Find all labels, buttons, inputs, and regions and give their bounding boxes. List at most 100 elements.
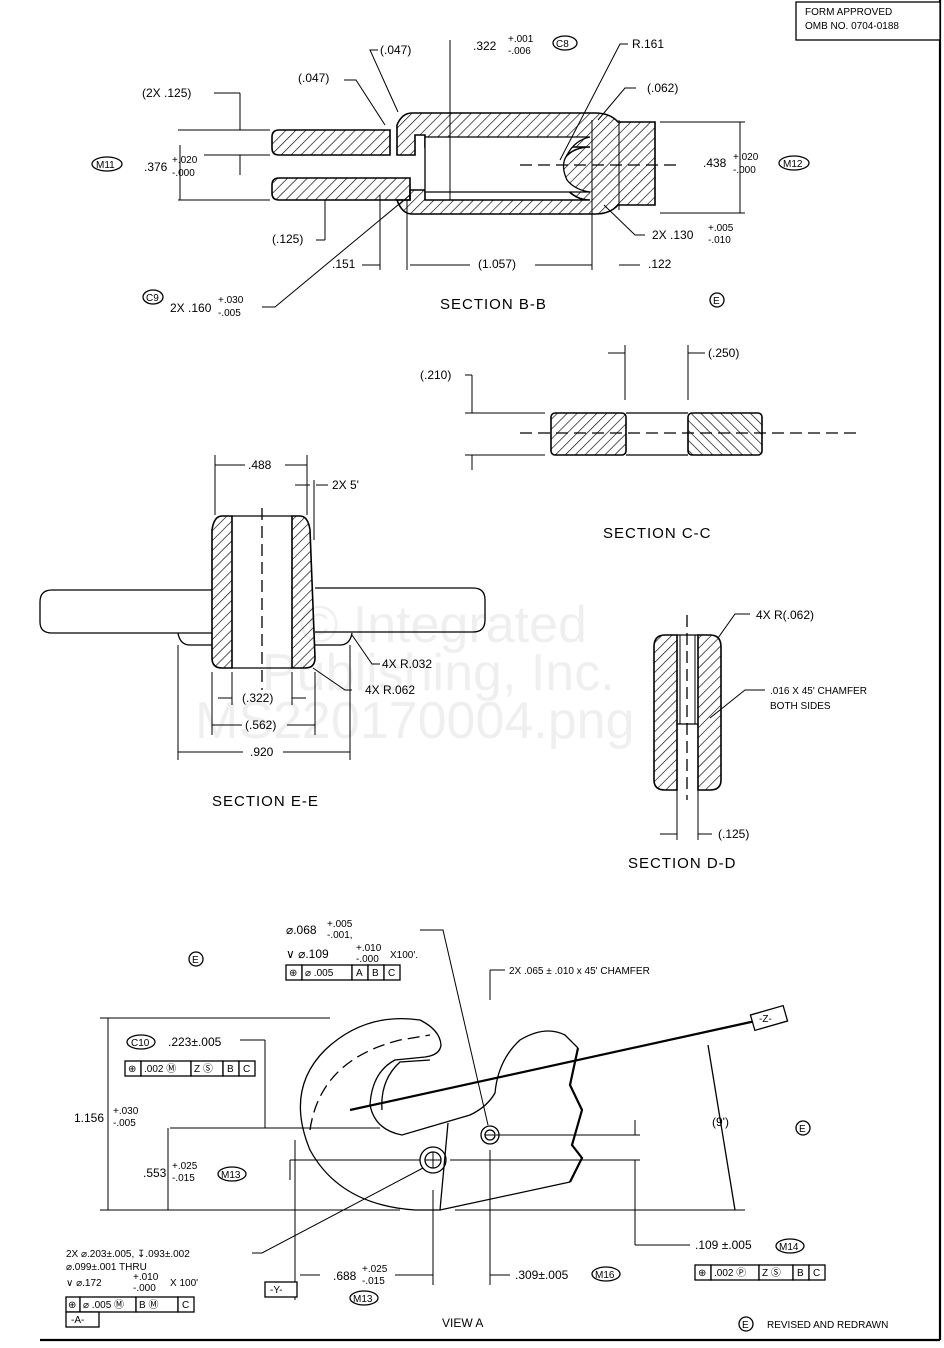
dim-1156-minus: -.005 xyxy=(113,1118,136,1129)
svg-text:C: C xyxy=(243,1064,250,1075)
svg-text:M11: M11 xyxy=(96,160,115,171)
dim-553-plus: +.025 xyxy=(172,1161,198,1172)
chamfer-note: 2X .065 ± .010 x 45' CHAMFER xyxy=(509,966,650,977)
view-a: -Z- (9') E E xyxy=(65,919,826,1330)
csk-dia-109-minus: -.000 xyxy=(356,954,379,965)
dd-dim-r062: 4X R(.062) xyxy=(756,608,814,622)
omb-number-label: OMB NO. 0704-0188 xyxy=(805,21,899,32)
svg-text:C9: C9 xyxy=(146,293,159,304)
ee-dim-r032: 4X R.032 xyxy=(382,657,432,671)
bb-dim-2x-160: 2X .160 xyxy=(170,301,212,315)
svg-text:M13: M13 xyxy=(221,1170,241,1181)
ee-dim-angle: 2X 5' xyxy=(332,478,359,492)
dim-553-minus: -.015 xyxy=(172,1173,195,1184)
hole2-csk: ∨ ⌀.172 xyxy=(66,1278,102,1289)
view-a-angle-9: (9') xyxy=(712,1115,729,1129)
bb-dim-062: (.062) xyxy=(647,81,678,95)
hole-dia-068-minus: -.001, xyxy=(327,930,353,941)
section-cc-title: SECTION C-C xyxy=(603,525,712,542)
form-approved-label: FORM APPROVED xyxy=(805,7,892,18)
bb-dim-130-minus: -.010 xyxy=(708,235,731,246)
bb-dim-1057: (1.057) xyxy=(478,257,516,271)
bb-dim-2x-125: (2X .125) xyxy=(142,86,191,100)
section-bb-lower-arm xyxy=(271,177,411,201)
svg-text:⊕: ⊕ xyxy=(128,1064,136,1075)
svg-text:C: C xyxy=(813,1268,820,1279)
bb-dim-122: .122 xyxy=(648,257,672,271)
dim-688: .688 xyxy=(333,1269,357,1283)
hole2-callout-line1: 2X ⌀.203±.005, ↧.093±.002 xyxy=(66,1249,190,1260)
section-cc-left-block xyxy=(550,412,627,456)
dim-309: .309±.005 xyxy=(515,1268,569,1282)
ee-dim-322: (.322) xyxy=(242,691,273,705)
bb-dim-376: .376 xyxy=(144,160,168,174)
dim-1156-plus: +.030 xyxy=(113,1106,139,1117)
section-ee-left-flange xyxy=(39,589,212,634)
note-c10: C10 xyxy=(126,1034,156,1050)
ee-dim-488: .488 xyxy=(248,458,272,472)
svg-text:⌀ .005 Ⓜ: ⌀ .005 Ⓜ xyxy=(83,1299,124,1311)
note-m14: M14 xyxy=(775,1238,805,1254)
bb-dim-438-minus: -.000 xyxy=(733,165,756,176)
dim-688-plus: +.025 xyxy=(362,1264,388,1275)
dd-chamfer-note-2: BOTH SIDES xyxy=(770,701,831,712)
bb-dim-047-mid: (.047) xyxy=(298,71,329,85)
hole2-csk-plus: +.010 xyxy=(133,1272,159,1283)
revision-note-text: REVISED AND REDRAWN xyxy=(767,1320,888,1331)
section-ee-right-flange xyxy=(315,587,486,633)
svg-text:B Ⓜ: B Ⓜ xyxy=(139,1299,158,1311)
hole2-callout-line2: ⌀.099±.001 THRU xyxy=(66,1262,147,1273)
ee-dim-920: .920 xyxy=(250,745,274,759)
ee-dim-562: (.562) xyxy=(245,718,276,732)
note-m16: M16 xyxy=(591,1266,621,1282)
svg-text:M13: M13 xyxy=(353,1294,373,1305)
bb-dim-r161: R.161 xyxy=(632,37,664,51)
bb-dim-130-plus: +.005 xyxy=(708,223,734,234)
svg-text:E: E xyxy=(799,1124,806,1135)
section-ee-right-wall xyxy=(291,515,316,669)
bb-dim-376-minus: -.000 xyxy=(172,168,195,179)
hole-dia-068-plus: +.005 xyxy=(327,919,353,930)
bb-dim-160-plus: +.030 xyxy=(218,295,244,306)
dim-223: .223±.005 xyxy=(168,1035,222,1049)
svg-text:-Z-: -Z- xyxy=(759,1014,772,1025)
hole2-csk-minus: -.000 xyxy=(133,1283,156,1294)
svg-text:B: B xyxy=(372,968,379,979)
dd-dim-125: (.125) xyxy=(718,827,749,841)
bb-note-c9: C9 xyxy=(142,289,164,305)
revision-note: E REVISED AND REDRAWN xyxy=(738,1316,888,1332)
dd-chamfer-note-1: .016 X 45' CHAMFER xyxy=(770,686,867,697)
bb-revision-mark: E xyxy=(709,292,725,308)
section-ee-left-wall xyxy=(211,515,233,669)
note-m13-a: M13 xyxy=(217,1166,247,1182)
view-a-part-outline xyxy=(299,1017,579,1211)
bb-dim-047-top: (.047) xyxy=(380,43,411,57)
dim-109: .109 ±.005 xyxy=(695,1238,752,1252)
view-a-title: VIEW A xyxy=(442,1316,483,1330)
bb-dim-160-minus: -.005 xyxy=(218,308,241,319)
svg-text:E: E xyxy=(713,296,720,307)
section-d-d: 4X R(.062) .016 X 45' CHAMFER BOTH SIDES… xyxy=(628,608,867,872)
section-c-c: (.210) (.250) SECTION C-C xyxy=(420,345,860,542)
section-dd-left-wall xyxy=(653,634,678,791)
view-a-revision-mark-right: E xyxy=(795,1120,811,1136)
fcf-top: ⊕ ⌀ .005 A B C xyxy=(285,964,401,981)
svg-text:C: C xyxy=(182,1300,189,1311)
dim-688-minus: -.015 xyxy=(362,1276,385,1287)
section-bb-upper-arm xyxy=(271,129,391,156)
cc-dim-210: (.210) xyxy=(420,368,451,382)
csk-dia-109: ∨ ⌀.109 xyxy=(286,947,329,961)
svg-text:⌀ .005: ⌀ .005 xyxy=(305,968,334,979)
svg-text:Z Ⓢ: Z Ⓢ xyxy=(762,1267,781,1279)
svg-text:M12: M12 xyxy=(783,159,803,170)
section-bb-title: SECTION B-B xyxy=(440,296,547,313)
csk-dia-109-plus: +.010 xyxy=(356,943,382,954)
view-a-large-hole xyxy=(419,1146,447,1174)
svg-text:.002 Ⓜ: .002 Ⓜ xyxy=(144,1063,176,1075)
section-cc-right-block xyxy=(687,412,763,456)
svg-text:⊕: ⊕ xyxy=(698,1268,706,1279)
svg-text:⊕: ⊕ xyxy=(68,1300,76,1311)
csk-angle-100: X100'. xyxy=(390,950,418,961)
hole2-csk-angle: X 100' xyxy=(170,1278,198,1289)
